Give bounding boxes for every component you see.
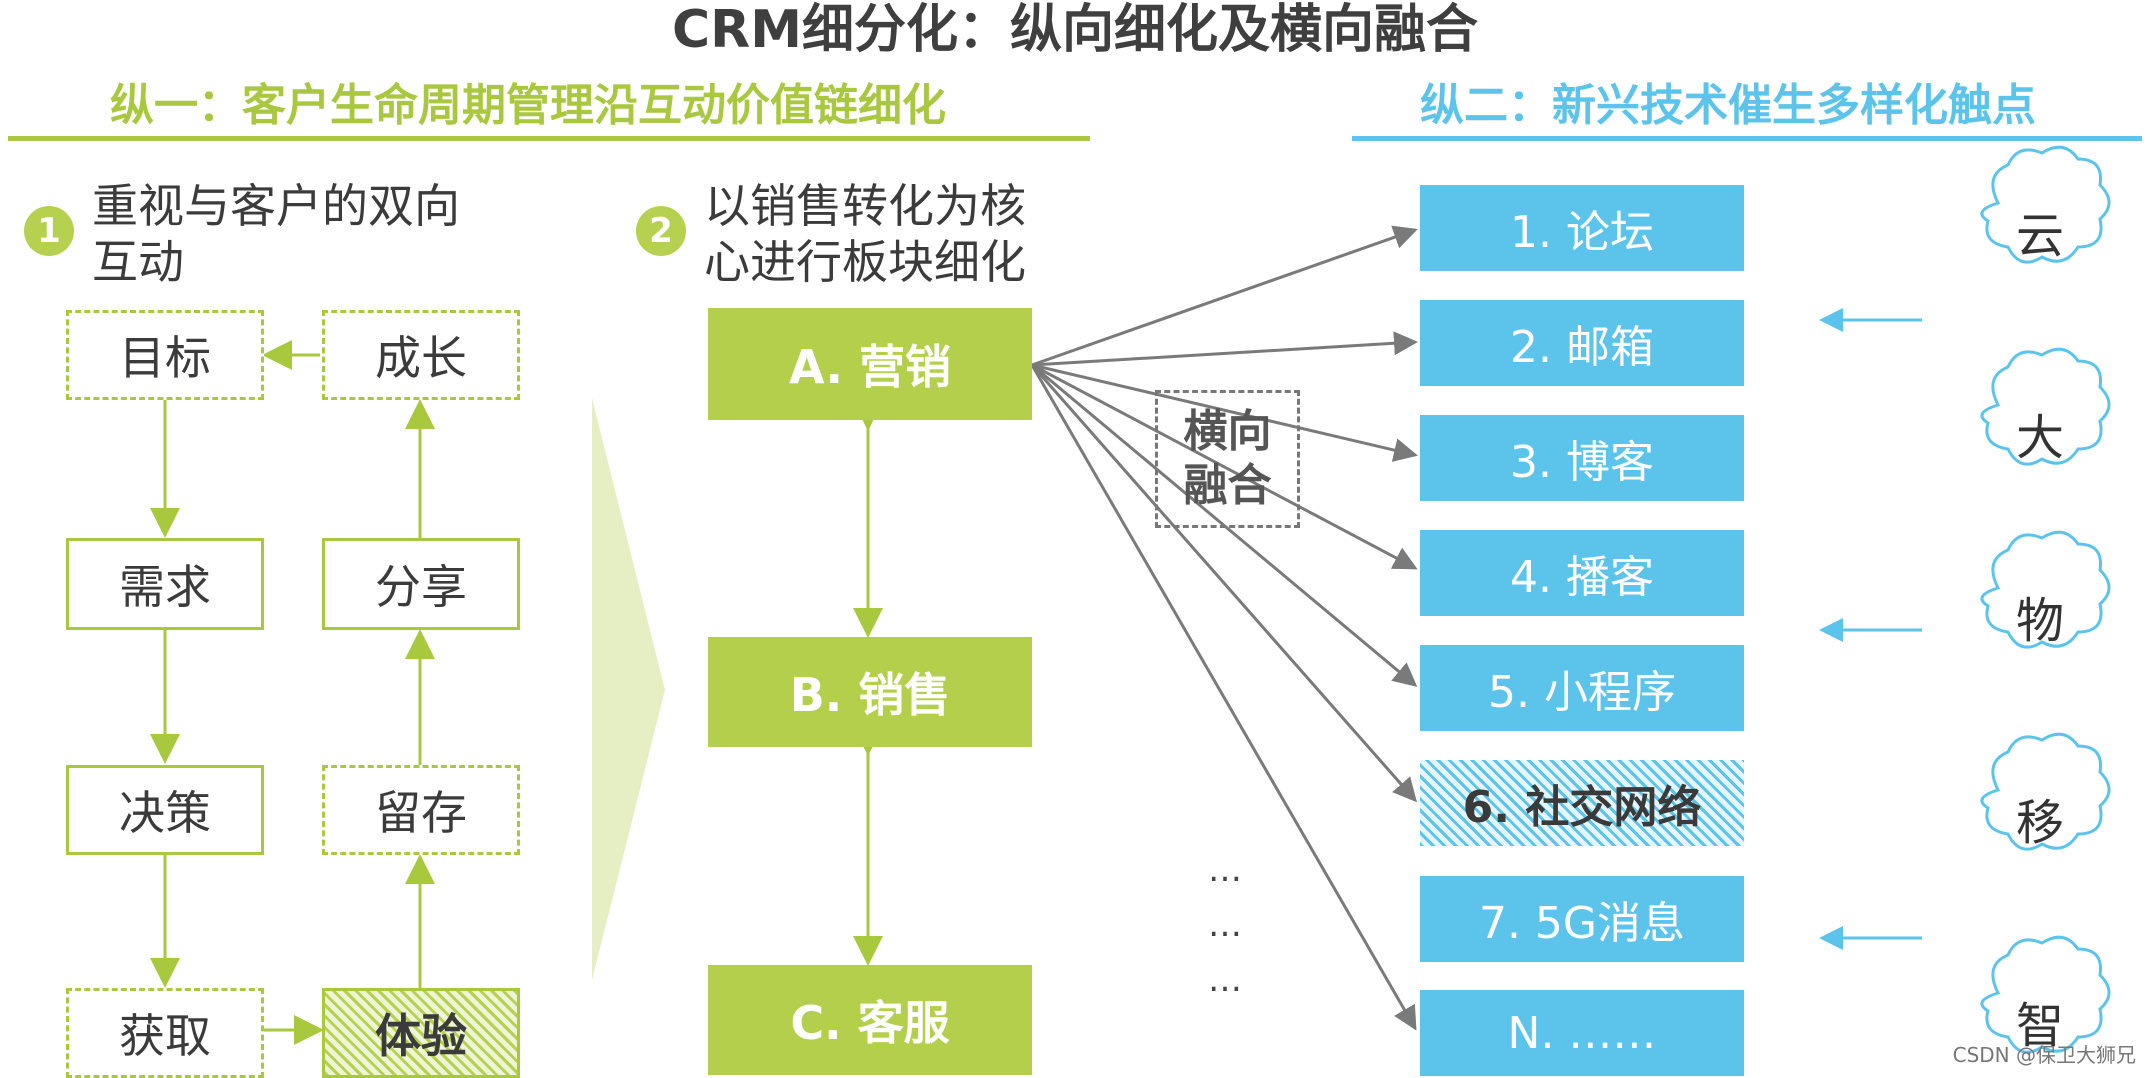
lifecycle-share: 分享 [322,538,520,630]
step-1-label: 重视与客户的双向 互动 [92,178,460,290]
ellipsis-dots: … [1208,905,1244,945]
channel-email: 2. 邮箱 [1420,300,1744,386]
lifecycle-decision: 决策 [66,765,264,855]
tech-arrows [1819,308,1922,950]
tech-mobile-label: 移 [2015,795,2064,851]
right-header-rule [1352,136,2142,141]
lifecycle-retention: 留存 [322,765,520,855]
step-2-label: 以销售转化为核 心进行板块细化 [704,178,1026,290]
left-header-rule [8,136,1090,141]
fusion-line2: 融合 [1183,460,1272,511]
step-1-label-line2: 互动 [92,235,184,289]
step-2-badge: 2 [636,206,686,256]
cloud-icon [1980,530,2111,649]
step-2-label-line2: 心进行板块细化 [704,235,1026,289]
cloud-icon [1980,935,2111,1054]
channel-mini-program: 5. 小程序 [1420,645,1744,731]
channel-n-more: N. …… [1420,990,1744,1076]
channel-social-network: 6. 社交网络 [1420,760,1744,846]
channel-podcast: 4. 播客 [1420,530,1744,616]
lifecycle-experience: 体验 [322,988,520,1078]
page-title: CRM细分化：纵向细化及横向融合 [672,0,1478,60]
ellipsis-dots: … [1208,850,1244,890]
lifecycle-goal: 目标 [66,310,264,400]
right-section-header: 纵二：新兴技术催生多样化触点 [1420,80,2036,131]
channel-forum: 1. 论坛 [1420,185,1744,271]
module-marketing: A. 营销 [708,308,1032,420]
tech-iot-label: 物 [2015,593,2064,649]
cloud-icon [1980,347,2111,466]
chevron-arrow [592,398,665,980]
watermark: CSDN @保卫大狮兄 [1952,1043,2136,1067]
step-1-badge: 1 [24,206,74,256]
tech-ai-label: 智 [2015,998,2064,1054]
tech-cloud-label: 云 [2015,208,2064,264]
cloud-icon [1980,732,2111,851]
module-service: C. 客服 [708,965,1032,1075]
horizontal-fusion-label: 横向 融合 [1155,390,1300,528]
lifecycle-growth: 成长 [322,310,520,400]
cloud-icon [1980,145,2111,264]
step-1-label-line1: 重视与客户的双向 [92,179,460,233]
fusion-line1: 横向 [1183,406,1272,457]
channel-blog: 3. 博客 [1420,415,1744,501]
fusion-arrows [1030,225,1418,1031]
lifecycle-demand: 需求 [66,538,264,630]
ellipsis-dots: … [1208,960,1244,1000]
left-section-header: 纵一：客户生命周期管理沿互动价值链细化 [110,80,946,131]
module-sales: B. 销售 [708,637,1032,747]
step-2-label-line1: 以销售转化为核 [704,179,1026,233]
channel-5g-message: 7. 5G消息 [1420,876,1744,962]
tech-bigdata-label: 大 [2015,410,2064,466]
lifecycle-acquire: 获取 [66,988,264,1078]
cloud-icons [1980,145,2111,1054]
lifecycle-arrows [150,340,435,1045]
